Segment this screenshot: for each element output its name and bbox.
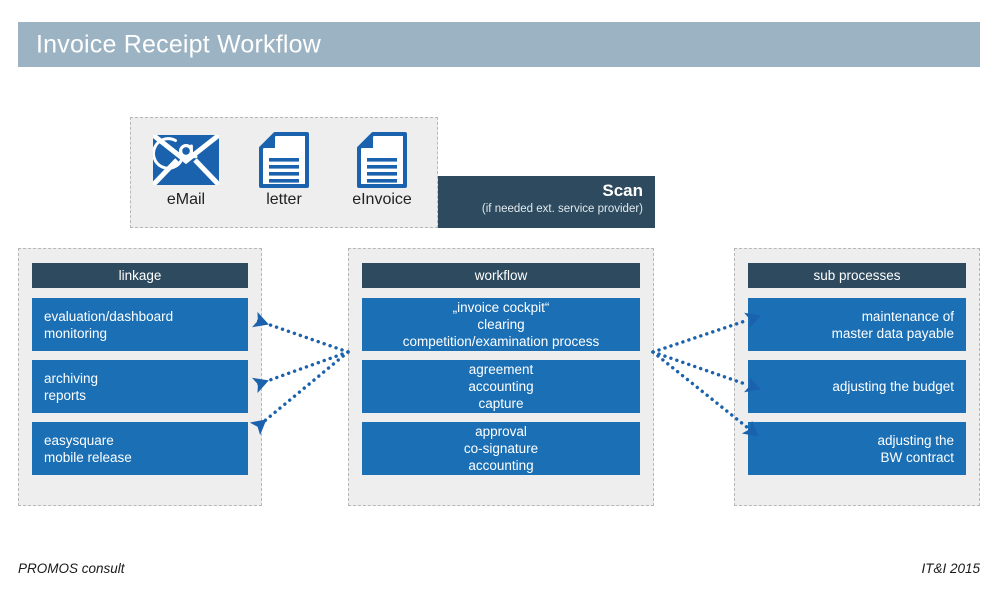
workflow-box-agreement[interactable]: agreement accounting capture	[362, 360, 640, 413]
sub-box-bw-contract[interactable]: adjusting the BW contract	[748, 422, 966, 475]
box-line: reports	[44, 387, 87, 403]
source-label: letter	[266, 191, 302, 208]
source-item-email: eMail	[146, 132, 226, 209]
box-line: adjusting the budget	[832, 379, 954, 394]
scan-title: Scan	[602, 181, 643, 200]
box-line: accounting	[468, 458, 534, 473]
arrow-workflow-to-easysquare	[249, 350, 350, 436]
footer-left-text: PROMOS consult	[18, 561, 125, 576]
workflow-column: workflow „invoice cockpit“ clearing comp…	[348, 248, 654, 506]
box-line: „invoice cockpit“	[452, 300, 550, 315]
box-line: agreement	[468, 362, 534, 377]
arrow-workflow-to-evaluation	[252, 311, 350, 354]
box-line: mobile release	[44, 449, 132, 465]
linkage-box-evaluation[interactable]: evaluation/dashboard monitoring	[32, 298, 248, 351]
arrow-workflow-to-archiving	[251, 350, 350, 394]
sub-box-budget[interactable]: adjusting the budget	[748, 360, 966, 413]
box-line: easysquare	[44, 432, 114, 448]
scan-banner: Scan (if needed ext. service provider)	[437, 176, 655, 228]
page-title-bar: Invoice Receipt Workflow	[18, 22, 980, 67]
box-line: clearing	[477, 317, 525, 332]
source-label: eMail	[166, 191, 206, 208]
box-line: adjusting the	[877, 432, 954, 448]
sub-box-master-data[interactable]: maintenance of master data payable	[748, 298, 966, 351]
workflow-box-approval[interactable]: approval co-signature accounting	[362, 422, 640, 475]
box-line: archiving	[44, 370, 99, 386]
footer-right-text: IT&I 2015	[921, 561, 980, 576]
linkage-box-archiving[interactable]: archiving reports	[32, 360, 248, 413]
box-line: master data payable	[831, 325, 954, 341]
box-line: BW contract	[880, 449, 954, 465]
sub-processes-column-header: sub processes	[748, 263, 966, 288]
linkage-box-easysquare[interactable]: easysquare mobile release	[32, 422, 248, 475]
box-line: monitoring	[44, 325, 108, 341]
source-item-einvoice: eInvoice	[342, 132, 422, 209]
document-icon	[357, 132, 407, 188]
source-item-letter: letter	[244, 132, 324, 209]
box-line: accounting	[468, 379, 534, 394]
box-line: capture	[478, 396, 524, 411]
linkage-column: linkage evaluation/dashboard monitoring …	[18, 248, 262, 506]
document-icon	[259, 132, 309, 188]
linkage-column-header: linkage	[32, 263, 248, 288]
sub-processes-column: sub processes maintenance of master data…	[734, 248, 980, 506]
box-line: co-signature	[463, 441, 539, 456]
input-sources-panel: eMail letter eInvoice	[130, 117, 438, 228]
box-line: approval	[475, 424, 527, 439]
source-label: eInvoice	[352, 191, 412, 208]
workflow-box-invoice-cockpit[interactable]: „invoice cockpit“ clearing competition/e…	[362, 298, 640, 351]
box-line: evaluation/dashboard	[44, 308, 174, 324]
scan-subtitle: (if needed ext. service provider)	[481, 203, 643, 215]
box-line: maintenance of	[861, 308, 954, 324]
page-title: Invoice Receipt Workflow	[36, 30, 322, 58]
workflow-column-header: workflow	[362, 263, 640, 288]
box-line: competition/examination process	[402, 334, 600, 349]
email-icon	[153, 132, 219, 188]
